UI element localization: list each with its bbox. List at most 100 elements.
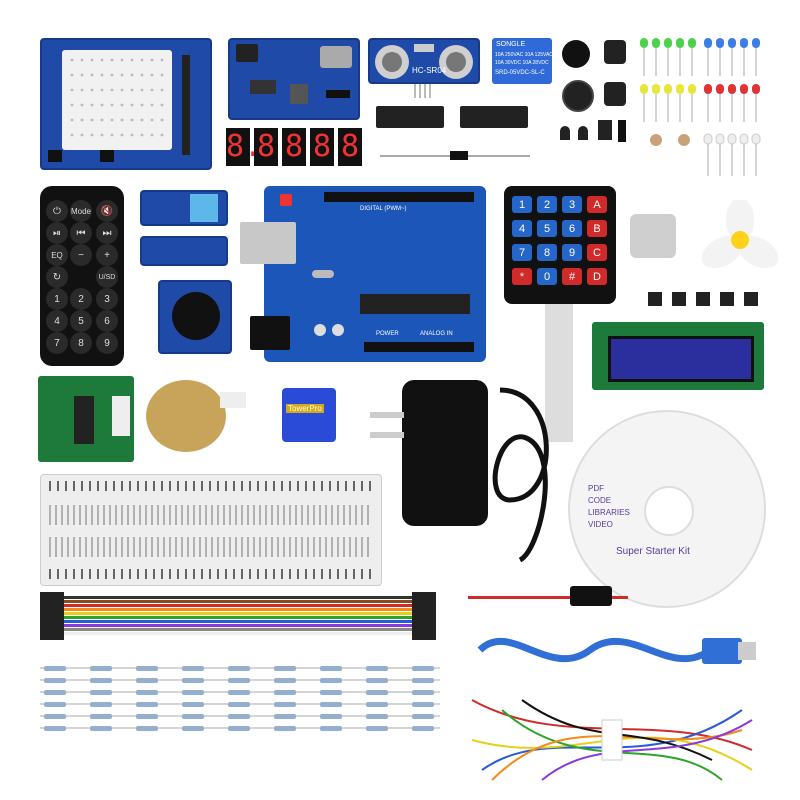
remote-eq-button[interactable]: EQ bbox=[46, 244, 68, 266]
led-assortment bbox=[640, 38, 761, 176]
humidity-sensor-module bbox=[140, 190, 228, 226]
keypad-key-hash[interactable]: # bbox=[562, 268, 582, 285]
stepper-wires bbox=[220, 392, 246, 408]
keypad-key-D[interactable]: D bbox=[587, 268, 607, 285]
keypad-key-star[interactable]: * bbox=[512, 268, 532, 285]
remote-plus-button[interactable]: + bbox=[96, 244, 118, 266]
transistor bbox=[560, 126, 570, 140]
remote-1-button[interactable]: 1 bbox=[46, 288, 68, 310]
push-button[interactable] bbox=[744, 292, 758, 306]
seven-segment-digit: 8 bbox=[282, 128, 306, 166]
resistor-assortment bbox=[40, 666, 440, 731]
shift-register-ic bbox=[376, 106, 444, 128]
remote-9-button[interactable]: 9 bbox=[96, 332, 118, 354]
keypad-key-0[interactable]: 0 bbox=[537, 268, 557, 285]
power-adapter bbox=[402, 380, 488, 526]
remote-mode-button[interactable]: Mode bbox=[70, 200, 92, 222]
dupont-ribbon-cable bbox=[40, 592, 436, 640]
ultrasonic-sensor: HC-SR04 bbox=[368, 38, 480, 84]
keypad-key-4[interactable]: 4 bbox=[512, 220, 532, 237]
ultrasonic-pins bbox=[414, 84, 434, 98]
push-button[interactable] bbox=[696, 292, 710, 306]
stepper-motor bbox=[146, 380, 226, 452]
battery-clip bbox=[570, 586, 612, 606]
remote-5-button[interactable]: 5 bbox=[70, 310, 92, 332]
buzzer-passive bbox=[562, 80, 594, 112]
keypad-key-3[interactable]: 3 bbox=[562, 196, 582, 213]
digital-header bbox=[324, 192, 474, 202]
fan-propeller bbox=[701, 200, 779, 269]
push-button[interactable] bbox=[720, 292, 734, 306]
keypad-key-9[interactable]: 9 bbox=[562, 244, 582, 261]
remote-usd-button[interactable]: U/SD bbox=[96, 266, 118, 288]
tilt-switch bbox=[618, 120, 626, 142]
keypad-key-B[interactable]: B bbox=[587, 220, 607, 237]
remote-4-button[interactable]: 4 bbox=[46, 310, 68, 332]
usb-b-port bbox=[240, 222, 296, 264]
seven-segment-digit: 8. bbox=[226, 128, 263, 166]
adapter-cable bbox=[492, 387, 549, 563]
adapter-prong bbox=[370, 432, 404, 438]
keypad-key-7[interactable]: 7 bbox=[512, 244, 532, 261]
servo-brand: TowerPro bbox=[286, 404, 324, 413]
keypad-key-A[interactable]: A bbox=[587, 196, 607, 213]
remote-7-button[interactable]: 7 bbox=[46, 332, 68, 354]
driver-connector bbox=[112, 396, 130, 436]
servo-motor: TowerPro bbox=[282, 388, 336, 442]
keypad-key-5[interactable]: 5 bbox=[537, 220, 557, 237]
transistor bbox=[578, 126, 588, 140]
uno-analog-label: ANALOG IN bbox=[420, 331, 453, 337]
push-button[interactable] bbox=[648, 292, 662, 306]
remote-play-button[interactable]: ⏯ bbox=[46, 222, 68, 244]
cd-line: PDF bbox=[588, 484, 604, 493]
remote-3-button[interactable]: 3 bbox=[96, 288, 118, 310]
proto-breadboard-grid bbox=[48, 50, 190, 162]
remote-2-button[interactable]: 2 bbox=[70, 288, 92, 310]
power-supply-module bbox=[228, 38, 360, 120]
reset-button[interactable] bbox=[280, 194, 292, 206]
solderless-breadboard bbox=[40, 474, 382, 586]
lcd-screen bbox=[608, 336, 754, 382]
remote-minus-button[interactable]: − bbox=[70, 244, 92, 266]
remote-next-button[interactable]: ⏭ bbox=[96, 222, 118, 244]
seven-segment-digit: 8 bbox=[254, 128, 278, 166]
ultrasonic-transducers bbox=[375, 44, 473, 79]
relay-brand: SONGLE bbox=[496, 41, 526, 48]
remote-prev-button[interactable]: ⏮ bbox=[70, 222, 92, 244]
potentiometer bbox=[604, 40, 626, 64]
ultrasonic-label: HC-SR04 bbox=[412, 66, 447, 75]
adapter-prong bbox=[370, 412, 404, 418]
remote-6-button[interactable]: 6 bbox=[96, 310, 118, 332]
cd-line: VIDEO bbox=[588, 520, 613, 529]
usb-cable bbox=[477, 637, 756, 664]
cd-title: Super Starter Kit bbox=[616, 546, 690, 557]
voltage-regulator bbox=[598, 120, 612, 140]
cd-line: CODE bbox=[588, 496, 612, 505]
keypad-key-C[interactable]: C bbox=[587, 244, 607, 261]
lcd-1602-module bbox=[592, 322, 764, 390]
capacitor bbox=[332, 324, 344, 336]
buzzer-active bbox=[562, 40, 590, 68]
remote-power-button[interactable]: ⏻ bbox=[46, 200, 68, 222]
keypad-key-1[interactable]: 1 bbox=[512, 196, 532, 213]
joystick-knob[interactable] bbox=[172, 292, 220, 340]
remote-mute-button[interactable]: 🔇 bbox=[96, 200, 118, 222]
keypad-ribbon bbox=[545, 304, 573, 442]
remote-0-button[interactable]: ↻ bbox=[46, 266, 68, 288]
remote-8-button[interactable]: 8 bbox=[70, 332, 92, 354]
jumper-wire-bundle bbox=[471, 699, 753, 781]
keypad-key-2[interactable]: 2 bbox=[537, 196, 557, 213]
keypad-key-8[interactable]: 8 bbox=[537, 244, 557, 261]
stepper-driver-board bbox=[38, 376, 134, 462]
uno-power-label: POWER bbox=[376, 331, 399, 337]
relay: SONGLE 10A 250VAC 10A 125VAC 10A 30VDC 1… bbox=[492, 38, 553, 84]
seven-segment-digit: 8 bbox=[310, 128, 334, 166]
relay-model: SRD-05VDC-SL-C bbox=[495, 70, 545, 76]
uno-digital-label: DIGITAL (PWM~) bbox=[360, 206, 407, 212]
keypad-key-6[interactable]: 6 bbox=[562, 220, 582, 237]
push-button[interactable] bbox=[672, 292, 686, 306]
driver-chip bbox=[74, 396, 94, 444]
capacitor bbox=[314, 324, 326, 336]
ir-receiver-module bbox=[140, 236, 228, 266]
analog-header bbox=[364, 342, 474, 352]
